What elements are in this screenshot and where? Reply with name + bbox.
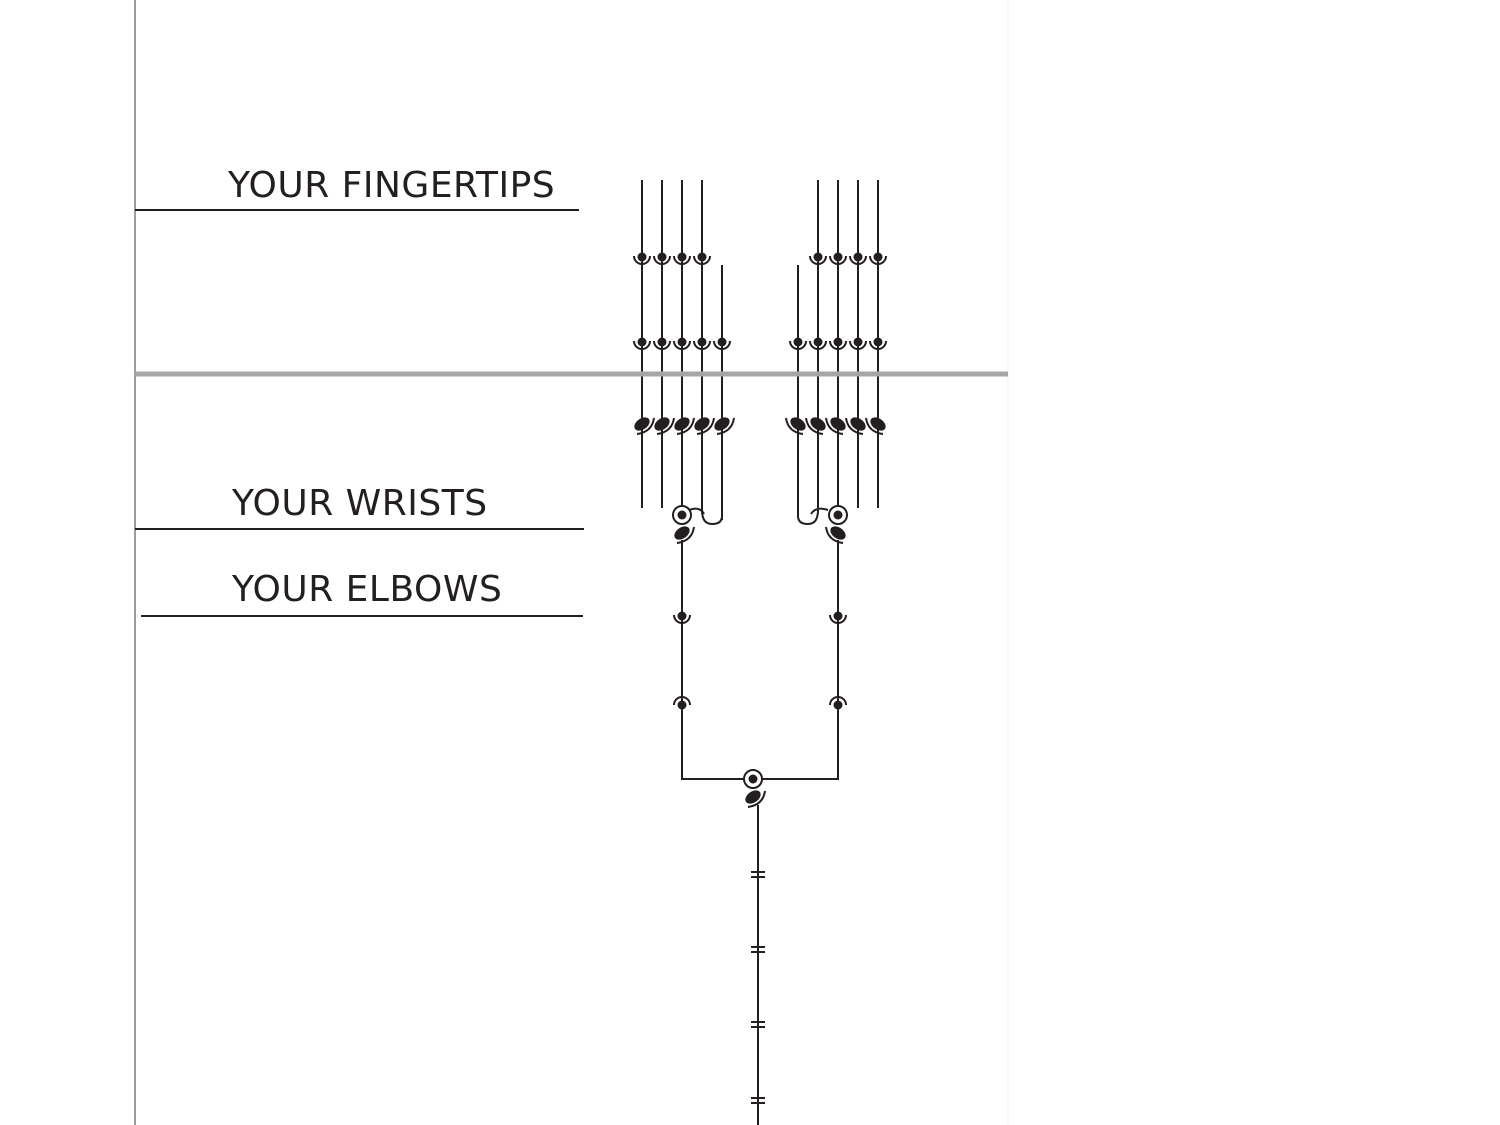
joint-dot bbox=[833, 252, 843, 262]
joint-oval bbox=[634, 417, 650, 431]
junction-dot bbox=[833, 510, 843, 520]
finger-curl bbox=[701, 509, 723, 526]
joint-oval bbox=[830, 526, 846, 540]
joint-dot bbox=[813, 252, 823, 262]
joint-dot bbox=[853, 337, 863, 347]
joint-oval bbox=[674, 526, 690, 540]
oval-hook bbox=[805, 417, 824, 435]
oval-hook bbox=[785, 417, 804, 435]
joint-cup bbox=[693, 340, 711, 350]
joint-oval bbox=[870, 417, 886, 431]
joint-cup bbox=[829, 340, 847, 350]
joint-cup bbox=[829, 614, 847, 624]
joint-dot bbox=[697, 337, 707, 347]
joint-dot bbox=[833, 337, 843, 347]
joint-oval bbox=[745, 790, 761, 804]
joint-cap bbox=[829, 696, 847, 706]
joint-dot bbox=[833, 700, 843, 710]
joint-dot bbox=[793, 337, 803, 347]
joint-dot bbox=[873, 337, 883, 347]
joint-dot bbox=[873, 252, 883, 262]
oval-hook bbox=[676, 526, 695, 544]
joint-dot bbox=[833, 611, 843, 621]
oval-hook bbox=[865, 417, 884, 435]
joint-cup bbox=[673, 340, 691, 350]
joint-dot bbox=[717, 337, 727, 347]
joint-cup bbox=[673, 614, 691, 624]
oval-hook bbox=[825, 526, 844, 544]
joint-dot bbox=[677, 252, 687, 262]
joint-cup bbox=[829, 255, 847, 265]
junction-dot bbox=[748, 774, 758, 784]
joint-oval bbox=[810, 417, 826, 431]
joint-oval bbox=[714, 417, 730, 431]
joint-cup bbox=[673, 255, 691, 265]
joint-oval bbox=[654, 417, 670, 431]
joint-oval bbox=[790, 417, 806, 431]
oval-hook bbox=[845, 417, 864, 435]
joint-oval bbox=[694, 417, 710, 431]
joint-dot bbox=[677, 700, 687, 710]
finger-curl bbox=[797, 509, 819, 526]
joint-cup bbox=[789, 340, 807, 350]
joint-cup bbox=[869, 340, 887, 350]
label-your-elbows: YOUR ELBOWS bbox=[232, 569, 503, 610]
joint-cup bbox=[633, 340, 651, 350]
oval-hook bbox=[716, 417, 735, 435]
joint-dot bbox=[657, 337, 667, 347]
oval-joints bbox=[634, 417, 886, 804]
joint-dot bbox=[813, 337, 823, 347]
oval-hook bbox=[656, 417, 675, 435]
joint-cup bbox=[653, 340, 671, 350]
label-your-wrists: YOUR WRISTS bbox=[232, 483, 488, 524]
oval-hook bbox=[676, 417, 695, 435]
joint-dot bbox=[637, 337, 647, 347]
joint-dot bbox=[677, 337, 687, 347]
joint-cup bbox=[809, 255, 827, 265]
joint-cup bbox=[633, 255, 651, 265]
joint-oval bbox=[674, 417, 690, 431]
joint-dot bbox=[697, 252, 707, 262]
oval-hook bbox=[636, 417, 655, 435]
finger-curl bbox=[810, 507, 829, 515]
joint-oval bbox=[830, 417, 846, 431]
joint-cup bbox=[809, 340, 827, 350]
joint-cup bbox=[713, 340, 731, 350]
joint-cup bbox=[849, 255, 867, 265]
oval-hook bbox=[825, 417, 844, 435]
finger-curl bbox=[688, 507, 705, 515]
oval-hook bbox=[696, 417, 715, 435]
joint-dot bbox=[657, 252, 667, 262]
skeleton-structure bbox=[633, 180, 887, 1125]
joint-dot bbox=[853, 252, 863, 262]
label-your-fingertips: YOUR FINGERTIPS bbox=[228, 165, 556, 206]
oval-hook bbox=[747, 790, 766, 808]
joint-cup bbox=[653, 255, 671, 265]
joint-oval bbox=[850, 417, 866, 431]
joint-cup bbox=[693, 255, 711, 265]
junction-dot bbox=[677, 510, 687, 520]
joint-cap bbox=[673, 696, 691, 706]
joint-cup bbox=[869, 255, 887, 265]
joint-dot bbox=[637, 252, 647, 262]
joint-dot bbox=[677, 611, 687, 621]
joint-cup bbox=[849, 340, 867, 350]
